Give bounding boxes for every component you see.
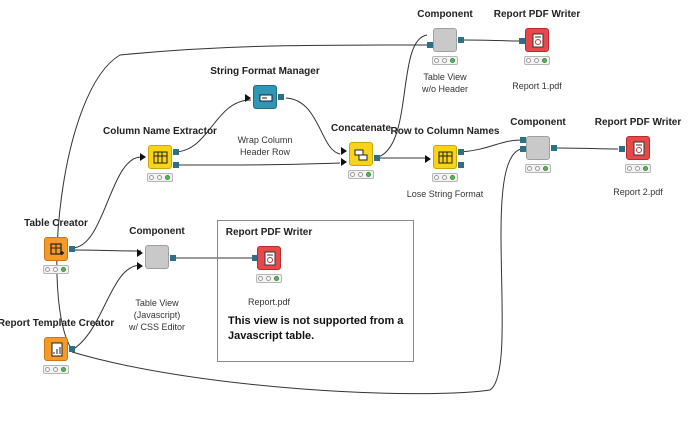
input-port[interactable] (520, 137, 526, 143)
input-port[interactable] (137, 262, 143, 270)
output-port[interactable] (278, 94, 284, 100)
node-report-pdf-writer-js[interactable]: Report PDF Writer Report.pdf (209, 227, 329, 307)
node-label: Report 1.pdf (512, 81, 562, 91)
node-label: Report.pdf (247, 297, 291, 307)
output-port[interactable] (374, 155, 380, 161)
report-template-icon (44, 337, 68, 361)
node-title: Report Template Creator (0, 318, 115, 329)
pdf-writer-icon (626, 136, 650, 160)
node-label: Wrap Column Header Row (237, 135, 293, 157)
input-port[interactable] (252, 255, 258, 261)
output-port[interactable] (170, 255, 176, 261)
table-creator-icon (44, 237, 68, 261)
node-concatenate[interactable]: Concatenate (301, 123, 421, 183)
string-format-icon (253, 85, 277, 109)
output-port[interactable] (551, 145, 557, 151)
column-extractor-icon (148, 145, 172, 169)
status-traffic-light (432, 173, 458, 182)
node-title: Component (417, 9, 473, 20)
node-row-to-column-names[interactable]: Row to Column Names Lose String Format (385, 126, 505, 199)
node-title: Row to Column Names (390, 126, 500, 137)
connection (71, 249, 142, 252)
connection (175, 99, 252, 153)
node-label: Table View (Javascript) w/ CSS Editor (128, 298, 186, 332)
node-report-pdf-writer-1[interactable]: Report PDF Writer Report 1.pdf (477, 9, 597, 91)
node-component-mid[interactable]: Component (478, 117, 598, 177)
node-report-pdf-writer-2[interactable]: Report PDF Writer Report 2.pdf (578, 117, 690, 197)
input-port[interactable] (519, 38, 525, 44)
output-port[interactable] (69, 246, 75, 252)
component-icon (526, 136, 550, 160)
output-port[interactable] (458, 149, 464, 155)
node-component-top[interactable]: Component Table View w/o Header (385, 9, 505, 94)
input-port[interactable] (140, 153, 146, 161)
output-port[interactable] (173, 162, 179, 168)
connection (175, 162, 341, 166)
node-title: Concatenate (330, 123, 391, 134)
node-label: Lose String Format (406, 189, 484, 199)
pdf-writer-icon (525, 28, 549, 52)
connection (285, 97, 341, 155)
connection (555, 147, 619, 150)
node-title: Table Creator (24, 218, 88, 229)
input-port[interactable] (137, 249, 143, 257)
node-title: Report PDF Writer (493, 9, 581, 20)
input-port[interactable] (425, 155, 431, 163)
node-title: Component (129, 226, 185, 237)
node-title: Component (510, 117, 566, 128)
output-port[interactable] (173, 149, 179, 155)
connection (71, 264, 142, 351)
status-traffic-light (147, 173, 173, 182)
row-to-column-icon (433, 145, 457, 169)
output-port[interactable] (69, 346, 75, 352)
output-port[interactable] (458, 37, 464, 43)
connection (71, 156, 142, 249)
component-icon (433, 28, 457, 52)
node-title: Report PDF Writer (594, 117, 682, 128)
node-title: Report PDF Writer (225, 227, 313, 238)
status-traffic-light (43, 265, 69, 274)
input-port[interactable] (245, 94, 251, 102)
concatenate-icon (349, 142, 373, 166)
annotation-box[interactable]: This view is not supported from a Javasc… (217, 220, 414, 362)
node-label: Table View w/o Header (421, 72, 469, 94)
node-component-js[interactable]: Component Table View (Javascript) w/ CSS… (97, 226, 217, 332)
status-traffic-light (43, 365, 69, 374)
input-port[interactable] (619, 146, 625, 152)
input-port[interactable] (341, 147, 347, 155)
input-port[interactable] (341, 158, 347, 166)
node-title: String Format Manager (210, 66, 320, 77)
connection (459, 139, 522, 153)
component-icon (145, 245, 169, 269)
status-traffic-light (256, 274, 282, 283)
connection (374, 34, 428, 159)
input-port[interactable] (427, 42, 433, 48)
node-label: Report 2.pdf (613, 187, 663, 197)
output-port[interactable] (458, 162, 464, 168)
status-traffic-light (348, 170, 374, 179)
status-traffic-light (432, 56, 458, 65)
status-traffic-light (524, 56, 550, 65)
node-title: Column Name Extractor (103, 126, 217, 137)
connection (71, 148, 522, 395)
node-report-template-creator[interactable]: Report Template Creator (0, 318, 116, 378)
status-traffic-light (525, 164, 551, 173)
node-string-format-manager[interactable]: String Format Manager Wrap Column Header… (205, 66, 325, 157)
node-column-name-extractor[interactable]: Column Name Extractor (100, 126, 220, 186)
node-table-creator[interactable]: Table Creator (0, 218, 116, 278)
input-port[interactable] (520, 146, 526, 152)
status-traffic-light (625, 164, 651, 173)
annotation-text: This view is not supported from a Javasc… (228, 315, 404, 342)
pdf-writer-icon (257, 246, 281, 270)
